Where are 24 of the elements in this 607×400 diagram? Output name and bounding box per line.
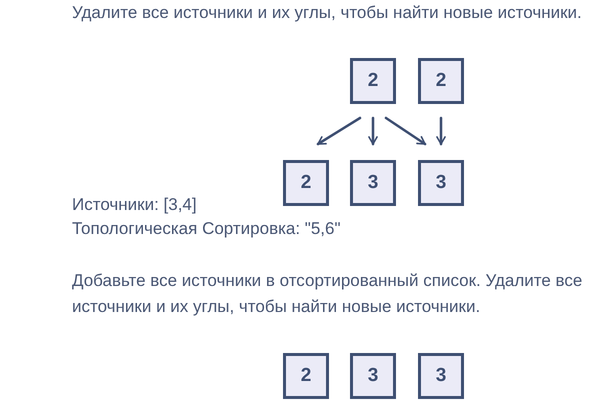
number-box — [283, 160, 329, 206]
text-paragraph: Добавьте все источники в отсортированный список. Удалите все источники и их углы, чтобы найти новые источники. — [72, 270, 584, 318]
number-box — [350, 353, 396, 399]
number-text: 3 — [436, 365, 446, 387]
text-paragraph: Удалите все источники и их углы, чтобы найти новые источники. — [72, 2, 583, 24]
number-box — [418, 353, 464, 399]
arrow — [384, 116, 426, 146]
number-text: 3 — [436, 172, 446, 194]
number-text: 2 — [300, 172, 312, 194]
number-text: 3 — [368, 172, 378, 194]
arrow — [436, 116, 446, 146]
number-text: 2 — [436, 70, 446, 92]
arrow — [316, 116, 362, 146]
number-text: 2 — [300, 365, 312, 387]
number-box — [350, 58, 396, 104]
number-box — [283, 353, 329, 399]
number-text: 3 — [368, 365, 378, 387]
text-paragraph: Источники: [3,4] — [72, 194, 198, 216]
number-text: 2 — [368, 70, 378, 92]
number-box — [350, 160, 396, 206]
number-box — [418, 160, 464, 206]
number-box — [418, 58, 464, 104]
arrow — [368, 116, 378, 146]
text-paragraph: Топологическая Сортировка: "5,6" — [72, 218, 342, 240]
